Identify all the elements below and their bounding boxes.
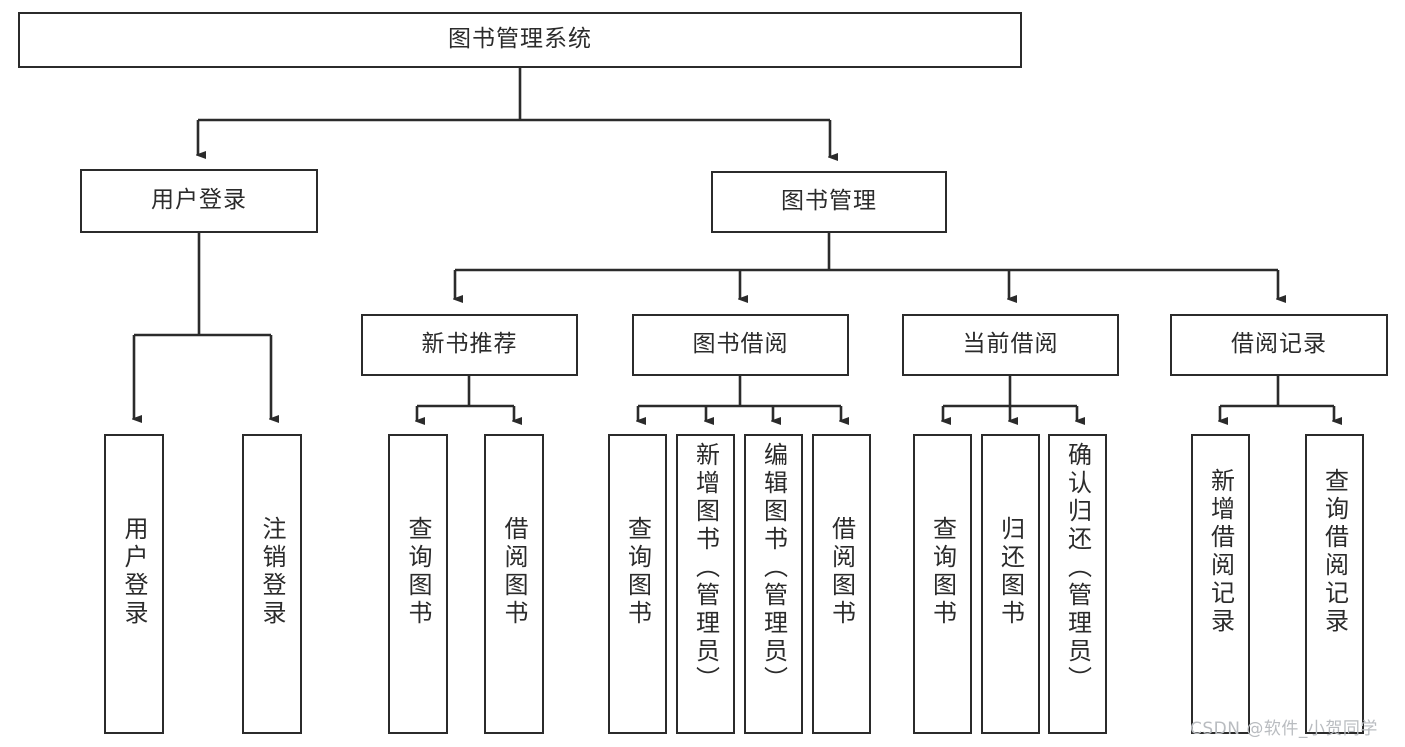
- node-leaf-add-book-label: 新增图书（管理员）: [691, 442, 720, 694]
- node-leaf-add-record-label: 新增借阅记录: [1206, 468, 1235, 636]
- node-leaf-borrow-book-1-label: 借阅图书: [500, 516, 528, 628]
- node-leaf-user-login[interactable]: 用户登录: [104, 434, 164, 734]
- node-leaf-add-record[interactable]: 新增借阅记录: [1191, 434, 1250, 734]
- node-book-manage[interactable]: 图书管理: [711, 171, 947, 233]
- node-borrow-record[interactable]: 借阅记录: [1170, 314, 1388, 376]
- node-leaf-return-book-label: 归还图书: [996, 516, 1025, 628]
- node-leaf-confirm-return-label: 确认归还（管理员）: [1063, 442, 1092, 694]
- node-leaf-query-book-3-label: 查询图书: [928, 516, 957, 628]
- node-leaf-return-book[interactable]: 归还图书: [981, 434, 1040, 734]
- node-borrow-record-label: 借阅记录: [1231, 331, 1327, 358]
- node-leaf-query-record[interactable]: 查询借阅记录: [1305, 434, 1364, 734]
- node-leaf-borrow-book-2[interactable]: 借阅图书: [812, 434, 871, 734]
- node-leaf-logout-login-label: 注销登录: [258, 516, 286, 628]
- node-user-login-label: 用户登录: [151, 187, 247, 214]
- node-book-borrow-label: 图书借阅: [692, 331, 789, 358]
- node-leaf-confirm-return[interactable]: 确认归还（管理员）: [1048, 434, 1107, 734]
- node-leaf-query-book-1-label: 查询图书: [404, 516, 432, 628]
- node-current-borrow[interactable]: 当前借阅: [902, 314, 1119, 376]
- node-leaf-add-book[interactable]: 新增图书（管理员）: [676, 434, 735, 734]
- node-leaf-query-book-2-label: 查询图书: [623, 516, 652, 628]
- node-book-borrow[interactable]: 图书借阅: [632, 314, 849, 376]
- node-leaf-query-record-label: 查询借阅记录: [1320, 468, 1349, 636]
- node-leaf-edit-book[interactable]: 编辑图书（管理员）: [744, 434, 803, 734]
- node-leaf-query-book-3[interactable]: 查询图书: [913, 434, 972, 734]
- node-leaf-edit-book-label: 编辑图书（管理员）: [759, 442, 788, 694]
- node-leaf-logout-login[interactable]: 注销登录: [242, 434, 302, 734]
- node-current-borrow-label: 当前借阅: [962, 331, 1059, 358]
- node-leaf-query-book-1[interactable]: 查询图书: [388, 434, 448, 734]
- node-root-label: 图书管理系统: [448, 26, 592, 53]
- node-new-book-recommend[interactable]: 新书推荐: [361, 314, 578, 376]
- node-leaf-user-login-label: 用户登录: [120, 516, 148, 628]
- node-new-book-recommend-label: 新书推荐: [421, 331, 518, 358]
- node-leaf-query-book-2[interactable]: 查询图书: [608, 434, 667, 734]
- node-root[interactable]: 图书管理系统: [18, 12, 1022, 68]
- node-book-manage-label: 图书管理: [781, 188, 877, 215]
- node-user-login[interactable]: 用户登录: [80, 169, 318, 233]
- node-leaf-borrow-book-2-label: 借阅图书: [827, 516, 856, 628]
- node-leaf-borrow-book-1[interactable]: 借阅图书: [484, 434, 544, 734]
